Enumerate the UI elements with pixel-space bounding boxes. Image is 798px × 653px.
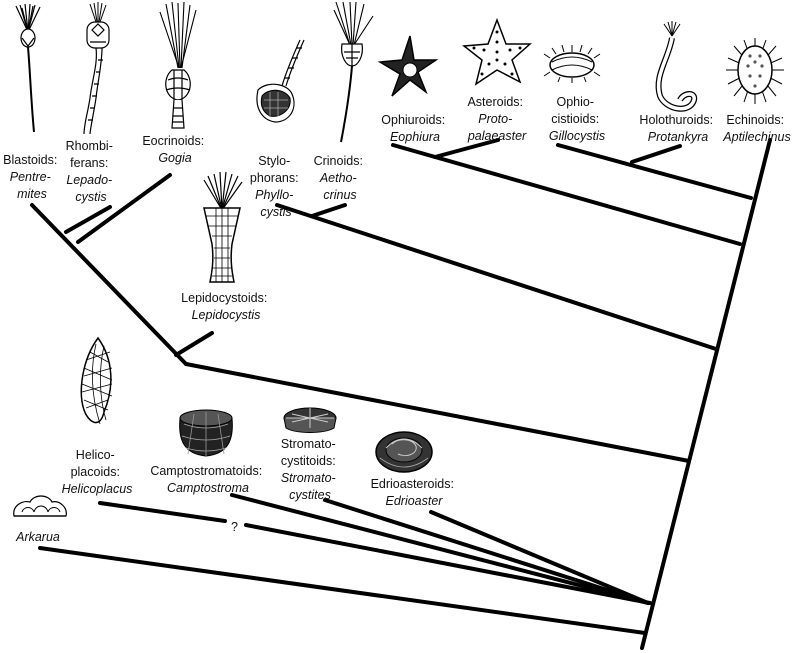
branch-helicoplacoid	[98, 501, 227, 523]
blastoid-illustration	[15, 3, 41, 133]
label-stromatocystitoids: Stromato- cystitoids: Stromato- cystites	[281, 437, 339, 502]
branch-echinoid-holothuroid-ophiocistioid	[556, 143, 753, 200]
branch-rhombiferan	[64, 205, 112, 234]
label-ophiuroids: Ophiuroids: Eophiura	[381, 113, 448, 144]
branch-asteroid	[433, 138, 500, 159]
label-edrioasteroids: Edrioasteroids: Edrioaster	[371, 477, 458, 508]
branch-stylophoran	[275, 203, 718, 351]
asteroid-illustration	[462, 17, 532, 86]
branch-arkarua	[38, 546, 647, 635]
branch-blastozoan	[30, 203, 188, 366]
label-crinoids: Crinoids: Aetho- crinus	[314, 154, 367, 202]
branch-stromatocystitoid	[323, 498, 650, 605]
holothuroid-illustration	[655, 21, 698, 112]
arkarua-illustration	[13, 495, 67, 517]
ophiuroid-illustration	[377, 35, 439, 97]
camptostromatoid-illustration	[179, 409, 233, 457]
branch-eocrinoid	[76, 173, 172, 244]
label-stylophorans: Stylo- phorans: Phyllo- cystis	[250, 154, 302, 219]
label-camptostromatoids: Camptostromatoids: Camptostroma	[150, 464, 265, 495]
tree-branches	[30, 138, 772, 650]
uncertain-mark: ?	[231, 520, 238, 534]
helicoplacoid-illustration	[80, 336, 113, 425]
branch-helicoplacoid-uncertain	[244, 523, 652, 605]
rhombiferan-illustration	[83, 2, 110, 135]
branch-trunk	[640, 138, 772, 650]
label-arkarua: Arkarua	[15, 530, 60, 544]
ophiocistioid-illustration	[543, 44, 601, 83]
label-rhombiferans: Rhombi- ferans: Lepado- cystis	[66, 139, 117, 204]
crinoid-illustration	[333, 1, 374, 143]
branch-edrioasteroid	[429, 510, 650, 605]
label-eocrinoids: Eocrinoids: Gogia	[142, 134, 207, 165]
label-helicoplacoids: Helico- placoids: Helicoplacus	[62, 448, 133, 496]
branch-camptostromatoid	[230, 493, 650, 605]
label-holothuroids: Holothuroids: Protankyra	[639, 113, 716, 144]
stylophoran-illustration	[256, 39, 305, 123]
branch-ophiuroid	[391, 143, 742, 246]
label-ophiocistioids: Ophio- cistioids: Gillocystis	[549, 95, 605, 143]
echinoid-illustration	[726, 38, 784, 104]
branch-crinoid	[310, 203, 347, 218]
branch-lepidocystoid-clade	[184, 362, 691, 463]
eocrinoid-illustration	[159, 1, 197, 129]
branch-holothuroid	[630, 144, 682, 164]
label-asteroids: Asteroids: Proto- palaeaster	[467, 95, 527, 143]
stromatocystitoid-illustration	[283, 407, 337, 433]
lepidocystoid-illustration	[203, 171, 243, 283]
label-lepidocystoids: Lepidocystoids: Lepidocystis	[181, 291, 271, 322]
label-echinoids: Echinoids: Aptilechinus	[722, 113, 790, 144]
branch-lepidocystoid	[174, 331, 214, 357]
edrioasteroid-illustration	[375, 431, 433, 473]
label-blastoids: Blastoids: Pentre- mites	[3, 153, 61, 201]
